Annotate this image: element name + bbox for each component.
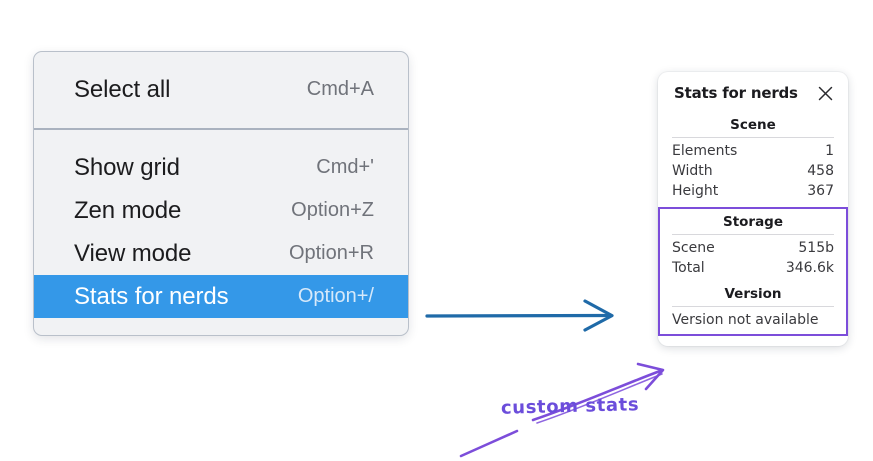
panel-header: Stats for nerds: [658, 84, 848, 102]
scene-heading: Scene: [730, 117, 776, 133]
stat-value: 367: [807, 183, 834, 199]
stat-value: 1: [825, 143, 834, 159]
annotation-arrow-icon: [459, 362, 665, 458]
stat-row-storage-total: Total 346.6k: [672, 258, 834, 278]
menu-item-label: Show grid: [74, 153, 180, 181]
stat-value: 458: [807, 163, 834, 179]
menu-item-shortcut: Cmd+': [316, 156, 374, 178]
stat-label: Width: [672, 163, 713, 179]
version-section: Version Version not available: [672, 284, 834, 328]
menu-group-primary: Select all Cmd+A: [34, 52, 408, 130]
context-menu[interactable]: Select all Cmd+A Show grid Cmd+' Zen mod…: [33, 51, 409, 336]
menu-item-label: View mode: [74, 239, 192, 267]
stat-value: 346.6k: [785, 260, 834, 276]
custom-stats-highlight-block: Storage Scene 515b Total 346.6k Version …: [658, 207, 848, 336]
stat-value: 515b: [798, 240, 834, 256]
scene-section: Scene Elements 1 Width 458 Height 367: [658, 116, 848, 201]
stats-for-nerds-panel[interactable]: Stats for nerds Scene Elements 1 Width 4…: [658, 72, 848, 346]
stat-label: Total: [672, 260, 705, 276]
stat-label: Height: [672, 183, 719, 199]
close-icon[interactable]: [817, 85, 834, 102]
stat-row-storage-scene: Scene 515b: [672, 238, 834, 258]
panel-title: Stats for nerds: [674, 84, 798, 102]
flow-arrow-icon: [425, 299, 614, 332]
menu-item-show-grid[interactable]: Show grid Cmd+': [34, 146, 408, 189]
menu-item-stats-for-nerds[interactable]: Stats for nerds Option+/: [34, 275, 408, 318]
menu-item-select-all[interactable]: Select all Cmd+A: [34, 68, 408, 111]
menu-item-shortcut: Option+/: [297, 285, 374, 307]
menu-item-label: Stats for nerds: [74, 282, 229, 310]
version-text: Version not available: [672, 312, 819, 328]
divider: [672, 234, 834, 235]
menu-item-shortcut: Option+Z: [291, 199, 374, 221]
menu-item-shortcut: Cmd+A: [306, 78, 374, 100]
stat-label: Elements: [672, 143, 738, 159]
stat-row-width: Width 458: [672, 161, 834, 181]
annotation-label: custom stats: [500, 394, 640, 419]
stat-row-elements: Elements 1: [672, 141, 834, 161]
divider: [672, 306, 834, 307]
storage-heading: Storage: [722, 214, 784, 230]
menu-item-zen-mode[interactable]: Zen mode Option+Z: [34, 189, 408, 232]
stat-label: Scene: [672, 240, 715, 256]
divider: [672, 137, 834, 138]
menu-item-shortcut: Option+R: [288, 242, 374, 264]
stat-row-height: Height 367: [672, 181, 834, 201]
version-heading: Version: [724, 286, 782, 302]
menu-item-label: Zen mode: [74, 196, 182, 224]
storage-section: Storage Scene 515b Total 346.6k: [672, 212, 834, 278]
menu-group-view: Show grid Cmd+' Zen mode Option+Z View m…: [34, 130, 408, 335]
menu-item-view-mode[interactable]: View mode Option+R: [34, 232, 408, 275]
menu-item-label: Select all: [74, 75, 171, 103]
